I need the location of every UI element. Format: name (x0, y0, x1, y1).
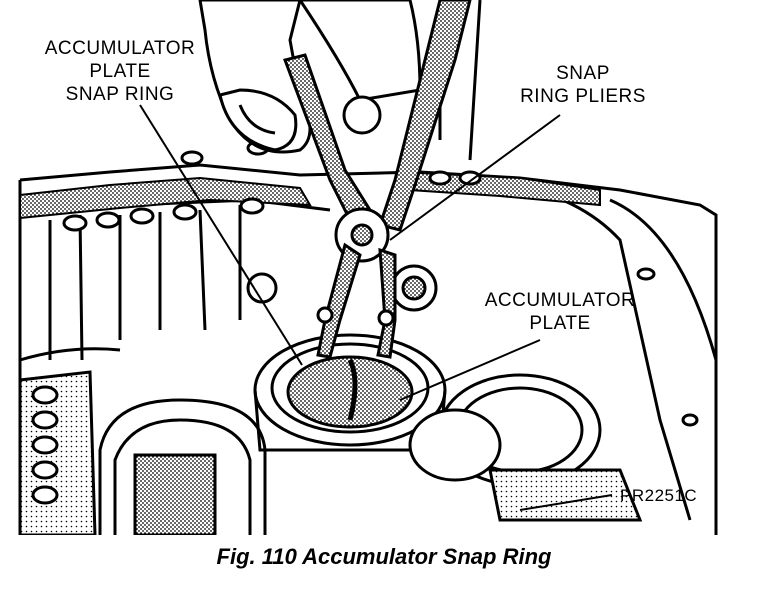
part-code: PR2251C (620, 486, 698, 505)
callout-snap-ring-pliers: SNAP RING PLIERS (508, 62, 658, 108)
leader-lines (139, 104, 613, 511)
left-bore (18, 370, 267, 535)
snap-ring-pliers (283, 0, 472, 359)
callout-line: SNAP (556, 63, 610, 84)
technician-hand (198, 0, 422, 154)
callout-line: ACCUMULATOR (484, 290, 636, 311)
accumulator-bore (253, 333, 447, 452)
housing-deck-surface (19, 176, 312, 220)
callout-line: ACCUMULATOR (44, 38, 196, 59)
transmission-valve-body-illustration (18, 0, 718, 535)
callout-line: SNAP RING (65, 84, 175, 105)
callout-line: PLATE (89, 61, 151, 82)
figure-caption: Fig. 110 Accumulator Snap Ring (216, 544, 552, 569)
right-bore (408, 373, 643, 522)
callout-accumulator-plate-snap-ring: ACCUMULATOR PLATE SNAP RING (30, 37, 210, 106)
deck-bolt-holes (62, 140, 699, 427)
callout-line: PLATE (529, 313, 591, 334)
valve-boss (246, 264, 438, 312)
callout-accumulator-plate: ACCUMULATOR PLATE (470, 289, 650, 335)
callout-line: RING PLIERS (520, 86, 646, 107)
